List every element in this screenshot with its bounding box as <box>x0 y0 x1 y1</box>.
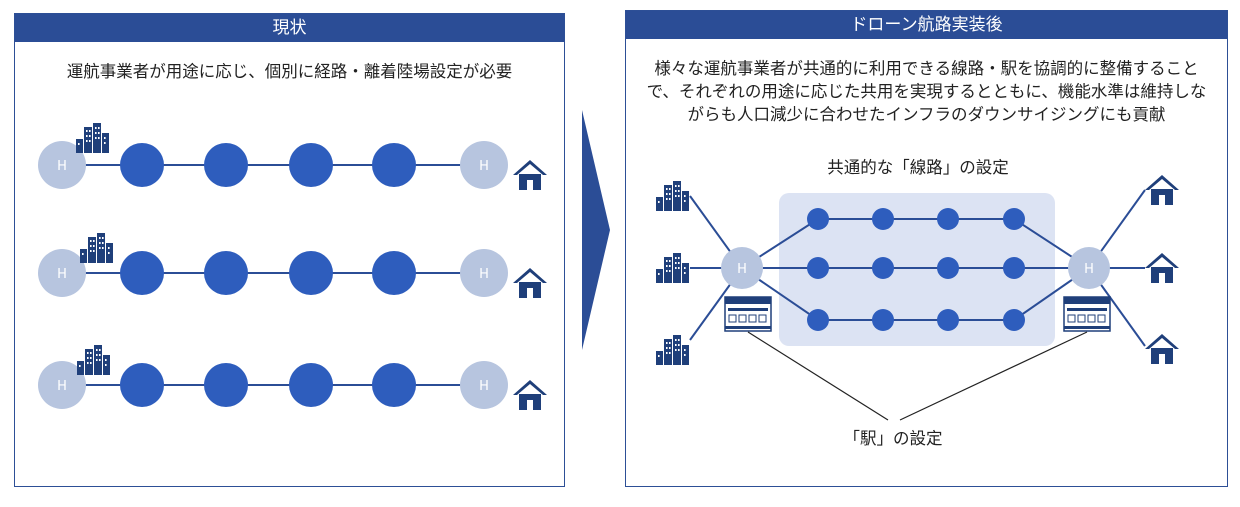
route-node <box>289 143 333 187</box>
current-state-panel: 現状 運航事業者が用途に応じ、個別に経路・離着陸場設定が必要 <box>14 13 565 487</box>
helipad-node <box>460 141 508 189</box>
description-line: 様々な運航事業者が共通的に利用できる線路・駅を協調的に整備すること <box>654 59 1199 78</box>
route-node <box>372 143 416 187</box>
route-node <box>120 363 164 407</box>
route-node <box>204 363 248 407</box>
corridor-node <box>807 309 829 331</box>
corridor-node <box>807 257 829 279</box>
building-icon <box>76 123 109 153</box>
house-icon <box>1145 334 1179 364</box>
current-state-title: 現状 <box>15 14 564 42</box>
building-icon <box>656 253 689 283</box>
route-node <box>120 143 164 187</box>
origin-hub-helipad <box>721 247 763 289</box>
station-setting-label: 「駅」の設定 <box>844 429 943 448</box>
helipad-node <box>38 249 86 297</box>
route-node <box>289 363 333 407</box>
helipad-label: H <box>57 159 67 174</box>
building-icon <box>656 335 689 365</box>
building-icon <box>77 345 110 375</box>
route-node <box>372 363 416 407</box>
corridor-node <box>937 208 959 230</box>
helipad-node <box>460 361 508 409</box>
corridor-node <box>807 208 829 230</box>
route-node <box>120 251 164 295</box>
current-state-description: 運航事業者が用途に応じ、個別に経路・離着陸場設定が必要 <box>66 62 513 81</box>
route-row-1: H H <box>38 123 547 190</box>
building-icon <box>80 233 113 263</box>
description-line: で、それぞれの用途に応じた共用を実現するとともに、機能水準は維持しな <box>646 82 1207 101</box>
station-icon <box>1063 296 1111 332</box>
corridor-node <box>872 309 894 331</box>
description-line: がらも人口減少に合わせたインフラのダウンサイジングにも貢献 <box>687 105 1166 124</box>
corridor-node <box>872 208 894 230</box>
destination-hub-helipad <box>1068 247 1110 289</box>
helipad-label: H <box>1084 262 1094 277</box>
route-node <box>289 251 333 295</box>
house-icon <box>513 160 547 190</box>
helipad-label: H <box>57 379 67 394</box>
helipad-label: H <box>479 267 489 282</box>
route-node <box>204 143 248 187</box>
helipad-label: H <box>57 267 67 282</box>
corridor-lines <box>741 218 1090 321</box>
house-icon <box>1145 175 1179 205</box>
station-icon <box>724 296 772 332</box>
shared-corridor-area <box>779 193 1055 346</box>
after-implementation-description: 様々な運航事業者が共通的に利用できる線路・駅を協調的に整備すること で、それぞれ… <box>630 57 1223 126</box>
corridor-node <box>1003 208 1025 230</box>
transition-arrow-icon <box>582 110 610 350</box>
helipad-label: H <box>479 379 489 394</box>
house-icon <box>1145 253 1179 283</box>
corridor-nodes <box>807 208 1025 331</box>
helipad-label: H <box>737 262 747 277</box>
station-callout-lines <box>747 331 1088 421</box>
route-node <box>372 251 416 295</box>
corridor-node <box>937 309 959 331</box>
building-icon <box>656 181 689 211</box>
corridor-node <box>937 257 959 279</box>
route-row-2: H H <box>38 233 547 298</box>
helipad-label: H <box>479 159 489 174</box>
helipad-node <box>38 361 86 409</box>
helipad-node <box>460 249 508 297</box>
route-node <box>204 251 248 295</box>
helipad-node <box>38 141 86 189</box>
line-setting-label: 共通的な「線路」の設定 <box>827 158 1009 177</box>
corridor-node <box>1003 309 1025 331</box>
corridor-node <box>1003 257 1025 279</box>
route-row-3: H H <box>38 345 547 410</box>
house-icon <box>513 268 547 298</box>
corridor-node <box>872 257 894 279</box>
house-icon <box>513 380 547 410</box>
after-implementation-title: ドローン航路実装後 <box>626 11 1227 39</box>
